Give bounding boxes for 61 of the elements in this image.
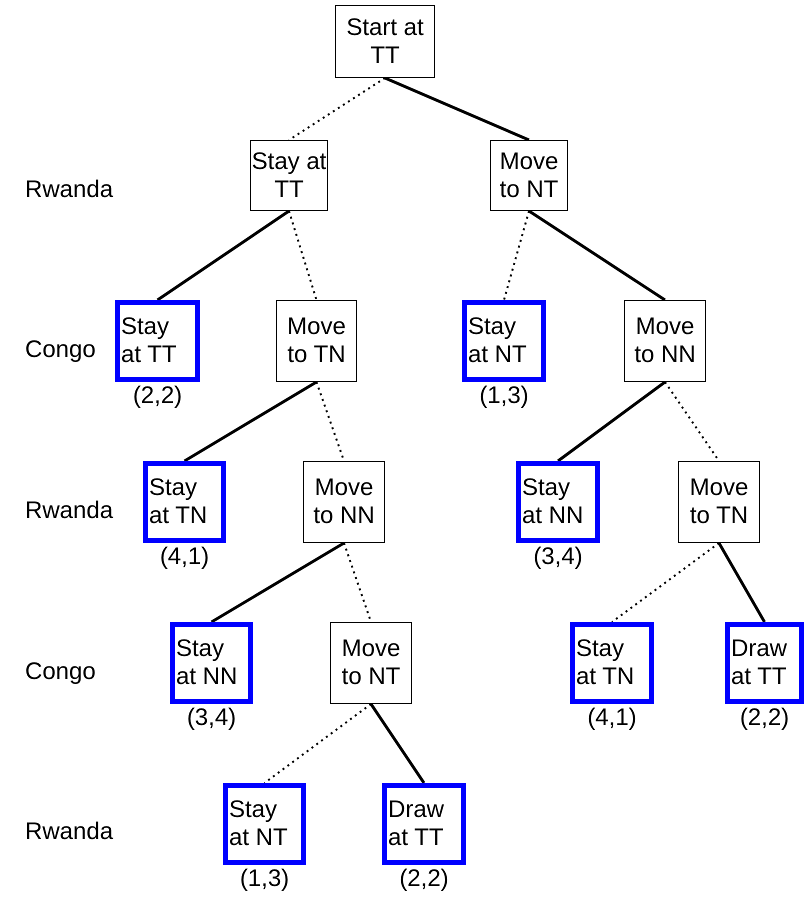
decision-box (276, 300, 357, 382)
move-label: Stay at TN (149, 474, 208, 530)
dotted-line (503, 210, 530, 300)
move-label: Move to NT (498, 148, 560, 204)
payoff-label: (1,3) (478, 382, 530, 410)
move-label: Stay at NT (468, 313, 528, 369)
dotted-line (288, 210, 318, 300)
dotted-line (264, 703, 372, 784)
move-label: Start at TT (345, 14, 425, 70)
move-label: Stay at NN (176, 635, 238, 691)
player-label: Rwanda (25, 497, 114, 525)
move-label: Draw at TT (388, 796, 446, 852)
outcome-box (143, 461, 226, 543)
move-label: Stay at TT (121, 313, 178, 369)
move-label: Draw at TT (731, 635, 788, 691)
player-label: Rwanda (25, 176, 114, 204)
decision-box (303, 461, 385, 543)
solid-line (156, 210, 290, 302)
payoff-label: (1,3) (238, 865, 290, 893)
solid-line (557, 380, 666, 462)
solid-line (370, 703, 426, 784)
payoff-label: (4,1) (586, 704, 638, 732)
player-label: Rwanda (25, 818, 114, 846)
outcome-box (462, 300, 546, 382)
outcome-box (570, 622, 654, 704)
move-label: Move to TN (286, 313, 347, 369)
outcome-box (382, 783, 466, 865)
dotted-line (611, 542, 720, 623)
player-label: Congo (25, 336, 96, 364)
outcome-box (170, 622, 253, 704)
outcome-box (223, 783, 306, 865)
move-label: Stay at NT (229, 796, 289, 852)
move-label: Move to NN (312, 474, 376, 530)
decision-box (490, 140, 568, 211)
dotted-line (288, 77, 386, 141)
solid-line (718, 542, 766, 623)
outcome-box (516, 461, 600, 543)
move-label: Stay at NN (522, 474, 584, 530)
decision-box (624, 300, 706, 382)
solid-line (210, 542, 345, 624)
move-label: Stay at TN (576, 635, 636, 691)
solid-line (184, 380, 318, 462)
decision-box (330, 622, 412, 704)
payoff-label: (3,4) (532, 543, 584, 571)
payoff-label: (4,1) (158, 543, 210, 571)
move-label: Move to NN (633, 313, 697, 369)
decision-box (335, 5, 435, 78)
decision-box (250, 140, 328, 211)
solid-line (528, 210, 666, 302)
move-label: Stay at TT (251, 148, 327, 204)
payoff-label: (2,2) (738, 704, 790, 732)
player-label: Congo (25, 658, 96, 686)
payoff-label: (2,2) (398, 865, 450, 893)
payoff-label: (3,4) (186, 704, 238, 732)
move-label: Move to NT (340, 635, 402, 691)
decision-box (678, 461, 760, 543)
outcome-box (725, 622, 804, 704)
outcome-box (115, 300, 200, 382)
payoff-label: (2,2) (132, 382, 184, 410)
move-label: Move to TN (688, 474, 750, 530)
solid-line (384, 76, 530, 142)
